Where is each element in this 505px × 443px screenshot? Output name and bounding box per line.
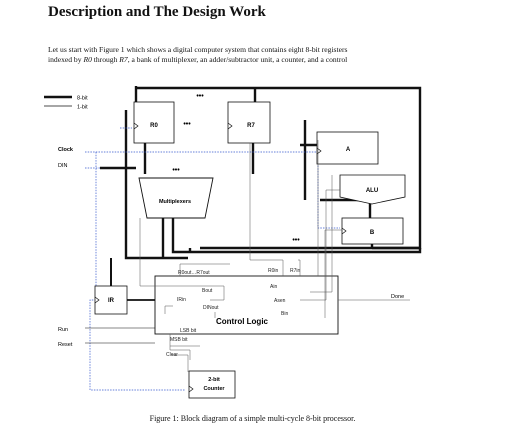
register-ellipsis: ••• <box>183 121 191 128</box>
reset-input-label: Reset <box>58 342 73 348</box>
signal-bin: Bin <box>281 311 288 317</box>
ir-label: IR <box>108 298 115 304</box>
intro-line-1: Let us start with Figure 1 which shows a… <box>48 45 348 54</box>
control-signal-wires <box>139 140 410 372</box>
register-r0: R0 <box>133 101 175 144</box>
legend-1bit-label: 1-bit <box>77 105 88 111</box>
b-label: B <box>370 230 375 236</box>
signal-ain: Ain <box>270 284 277 290</box>
r0-label: R0 <box>150 123 158 129</box>
alu-label: ALU <box>366 188 378 194</box>
signal-irin: IRin <box>177 297 186 303</box>
signal-bout: Bout <box>202 288 213 294</box>
bus-ellipsis-right: ••• <box>292 237 300 244</box>
signal-asen: Asen <box>274 298 286 304</box>
signal-msb: MSB bit <box>170 337 188 343</box>
done-output-label: Done <box>391 294 404 300</box>
bus-ellipsis-top: ••• <box>196 93 204 100</box>
signal-r0in: R0in <box>268 268 279 274</box>
counter-label-2: Counter <box>203 386 225 392</box>
intro-paragraph: Let us start with Figure 1 which shows a… <box>48 45 468 65</box>
a-label: A <box>346 147 351 153</box>
multiplexers-label: Multiplexers <box>159 199 191 205</box>
din-input-label: DIN <box>58 163 68 169</box>
signal-r0out-r7out: R0out…R7out <box>178 270 210 276</box>
signal-dinout: DINout <box>203 305 219 311</box>
r7-label: R7 <box>247 123 255 129</box>
counter-label-1: 2-bit <box>208 377 220 383</box>
run-reset-wires <box>85 327 155 344</box>
signal-clear: Clear <box>166 352 178 358</box>
register-b: B <box>341 217 404 245</box>
clock-input-label: Clock <box>58 147 74 153</box>
control-logic-label: Control Logic <box>216 317 269 326</box>
signal-r7in: R7in <box>290 268 301 274</box>
instruction-register: IR <box>94 285 128 315</box>
control-logic-block: Control Logic <box>154 275 339 335</box>
legend: 8-bit 1-bit <box>44 96 88 111</box>
counter-block: 2-bit Counter <box>188 370 236 399</box>
alu-block: ALU <box>339 174 406 205</box>
register-r7: R7 <box>227 101 271 144</box>
signal-lsb: LSB bit <box>180 328 197 334</box>
section-heading: Description and The Design Work <box>48 4 266 20</box>
multiplexers-block: Multiplexers ••• <box>138 167 214 219</box>
mux-ellipsis: ••• <box>172 167 180 174</box>
register-a: A <box>316 131 379 165</box>
legend-8bit-label: 8-bit <box>77 96 88 102</box>
main-bus <box>100 86 422 260</box>
figure-caption: Figure 1: Block diagram of a simple mult… <box>149 414 356 423</box>
run-input-label: Run <box>58 327 68 333</box>
intro-line-2: indexed by R0 through R7, a bank of mult… <box>48 55 348 64</box>
